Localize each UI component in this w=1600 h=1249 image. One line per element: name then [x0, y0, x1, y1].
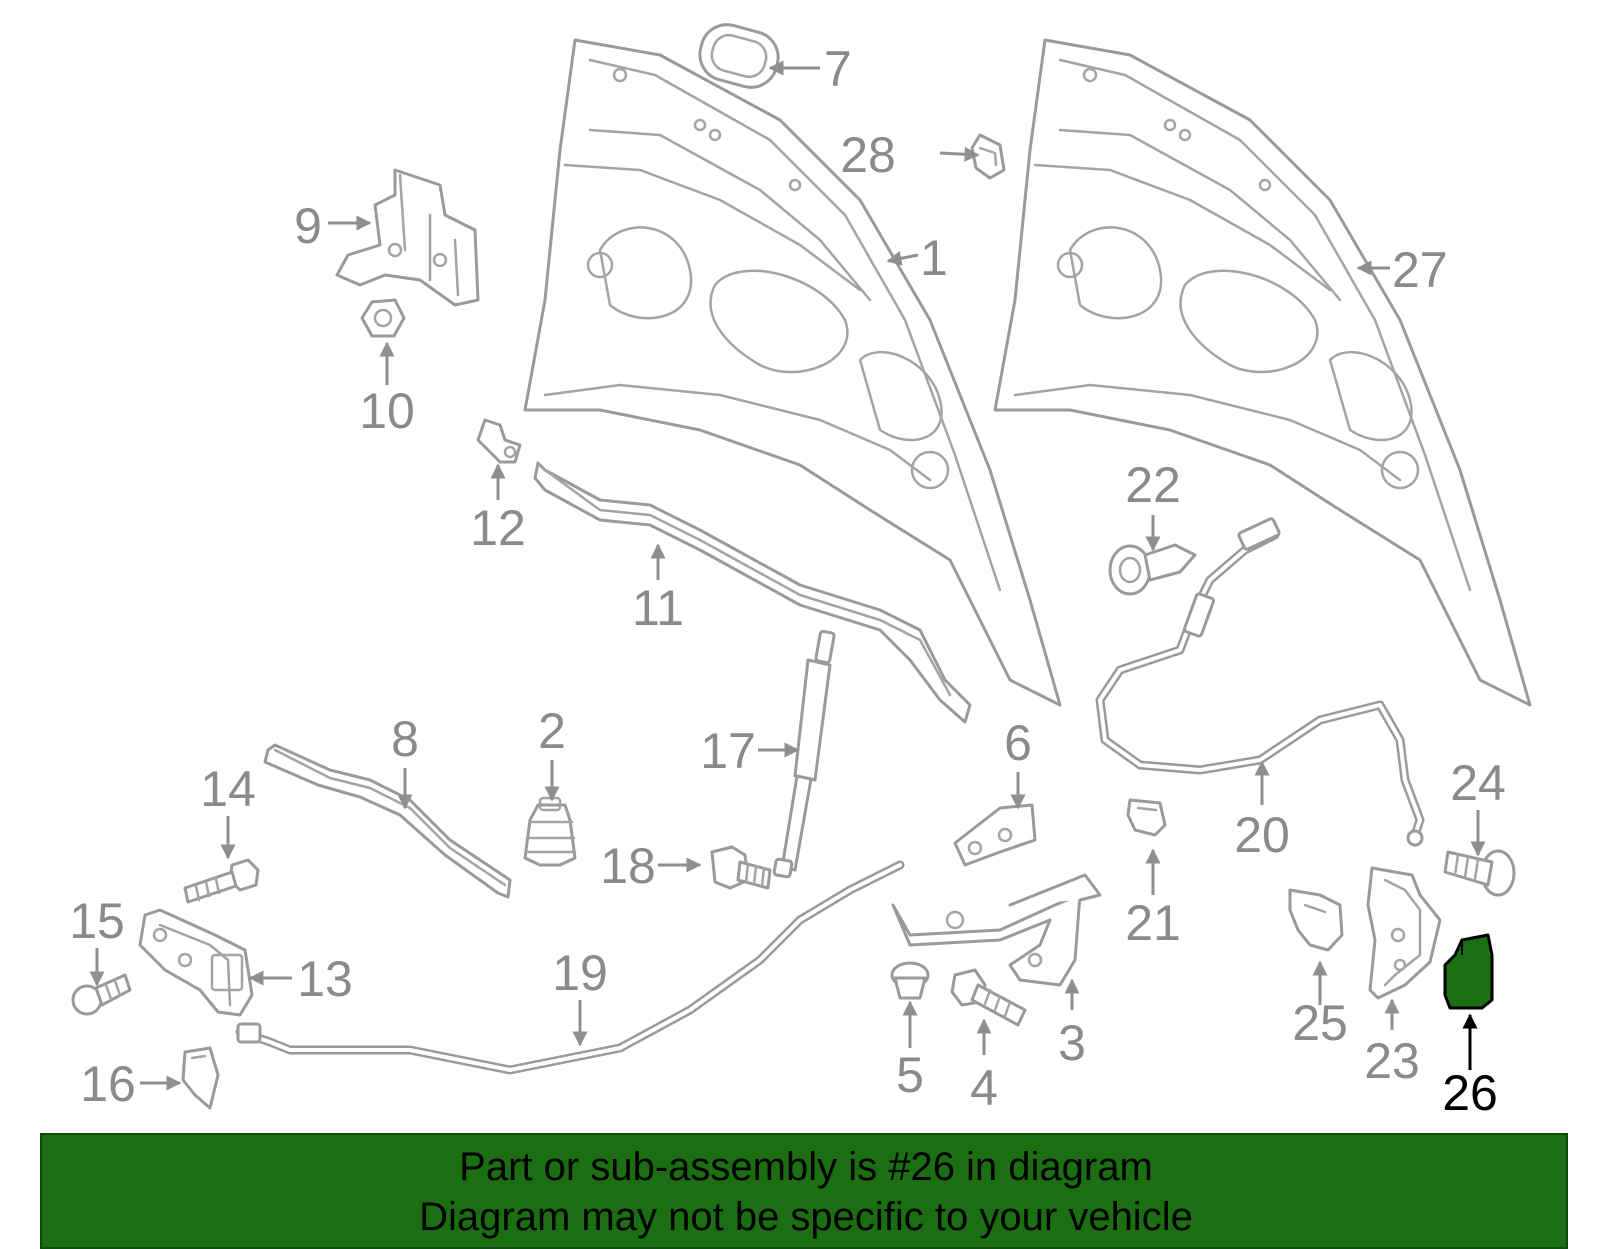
callout-20: 20	[1234, 807, 1290, 863]
callout-8: 8	[391, 711, 419, 767]
callout-1: 1	[920, 230, 948, 286]
hood-panel-right	[993, 38, 1532, 707]
callout-5: 5	[896, 1047, 924, 1103]
callout-2: 2	[538, 703, 566, 759]
hood-latch	[138, 908, 254, 1017]
ball-stud	[710, 845, 772, 890]
seal-strip-11	[533, 461, 972, 724]
callout-28: 28	[840, 127, 896, 183]
callout-23: 23	[1364, 1033, 1420, 1089]
callout-3: 3	[1058, 1015, 1086, 1071]
gas-strut	[772, 629, 836, 879]
bracket-23	[1366, 866, 1442, 1000]
release-cable-20	[1095, 517, 1425, 847]
leader-lines	[89, 60, 1486, 1091]
callout-13: 13	[297, 951, 353, 1007]
parts-diagram: 7 28 1 27 9 10 12 11 22 8 2 6 17 14 18 1…	[69, 23, 1532, 1121]
cap-16	[181, 1046, 220, 1110]
cover-26-highlighted	[1443, 933, 1494, 1010]
callout-10: 10	[359, 383, 415, 439]
callout-16: 16	[80, 1056, 136, 1112]
release-cable-19	[235, 860, 905, 1075]
seal-strip-8	[263, 743, 512, 899]
latch-bracket	[335, 168, 480, 307]
callout-12: 12	[470, 500, 526, 556]
callout-6: 6	[1004, 715, 1032, 771]
clip-21	[1126, 798, 1167, 837]
bumper-stop	[476, 418, 522, 464]
callout-18: 18	[600, 838, 656, 894]
hinge-bracket-6	[953, 803, 1037, 867]
callout-15: 15	[69, 893, 125, 949]
callout-14: 14	[200, 761, 256, 817]
screw-24	[1443, 849, 1516, 897]
nut-10	[360, 298, 406, 338]
callout-11: 11	[632, 580, 684, 636]
callout-26-highlighted: 26	[1442, 1065, 1498, 1121]
bolt-15	[71, 973, 132, 1016]
hood-hinge	[891, 873, 1102, 987]
callout-4: 4	[970, 1060, 998, 1116]
banner-disclaimer-text: Diagram may not be specific to your vehi…	[419, 1195, 1193, 1239]
part-info-banner: Part or sub-assembly is #26 in diagram D…	[40, 1133, 1568, 1249]
callout-21: 21	[1125, 895, 1181, 951]
callout-22: 22	[1125, 457, 1181, 513]
bolt-4	[950, 968, 1027, 1027]
clip-28	[970, 133, 1006, 180]
push-clip-22	[1108, 543, 1197, 596]
callout-25: 25	[1292, 995, 1348, 1051]
banner-part-number-text: Part or sub-assembly is #26 in diagram	[459, 1145, 1153, 1189]
cover-25	[1288, 888, 1344, 952]
callout-7: 7	[824, 41, 852, 97]
nut-5	[890, 961, 930, 1000]
callout-24: 24	[1450, 755, 1506, 811]
callout-17: 17	[700, 723, 756, 779]
callout-9: 9	[294, 198, 322, 254]
callout-27: 27	[1392, 242, 1448, 298]
callout-labels: 7 28 1 27 9 10 12 11 22 8 2 6 17 14 18 1…	[69, 41, 1506, 1121]
callout-19: 19	[552, 945, 608, 1001]
hood-panel-left	[523, 38, 1062, 707]
buffer-2	[523, 796, 577, 867]
bolt-14	[183, 858, 260, 904]
